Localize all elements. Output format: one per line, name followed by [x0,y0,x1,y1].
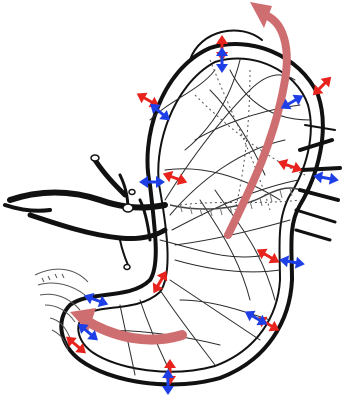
upper-flow-arrowhead [250,2,272,28]
lower-flow-arrow [85,320,182,340]
hilum-vessels [5,160,165,265]
blue-arrow-icon [162,369,174,395]
vessel-stumps [91,155,135,270]
